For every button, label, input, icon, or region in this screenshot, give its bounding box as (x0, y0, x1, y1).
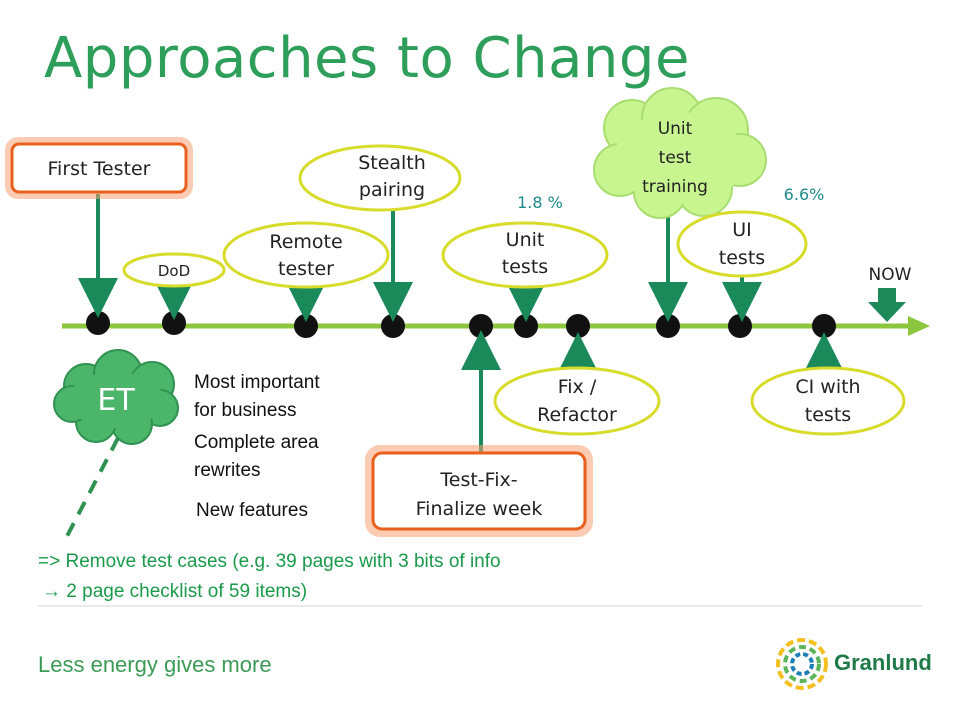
tfw-label-2: Finalize week (416, 498, 543, 520)
remote-tester-bubble: Remote tester (222, 221, 390, 289)
ci-with-tests-bubble: CI with tests (750, 366, 906, 436)
timeline-dot (812, 314, 836, 338)
timeline-dot (162, 311, 186, 335)
timeline-dot (728, 314, 752, 338)
timeline-dot (381, 314, 405, 338)
timeline-dot (469, 314, 493, 338)
training-label-2: test (659, 148, 692, 168)
unit-tests-label-2: tests (502, 256, 548, 278)
timeline-dot (86, 311, 110, 335)
ci-label-1: CI with (795, 376, 860, 398)
unit-tests-percentage: 1.8 % (517, 193, 563, 212)
fix-refactor-bubble: Fix / Refactor (493, 366, 661, 436)
ui-tests-bubble: UI tests (676, 210, 808, 278)
ci-label-2: tests (805, 404, 851, 426)
remote-tester-label-1: Remote (269, 231, 342, 253)
ui-tests-label-1: UI (732, 219, 752, 241)
timeline-dot (656, 314, 680, 338)
note-1-line-1: Most important (194, 372, 320, 393)
timeline-dot (566, 314, 590, 338)
timeline-axis (62, 316, 930, 336)
timeline-dot (514, 314, 538, 338)
fix-refactor-label-1: Fix / (558, 376, 597, 398)
note-1-line-2: for business (194, 400, 296, 421)
training-label-1: Unit (658, 119, 693, 139)
now-label: NOW (869, 265, 912, 285)
bottom-text: => Remove test cases (e.g. 39 pages with… (38, 551, 501, 602)
note-3: New features (196, 500, 308, 521)
remote-tester-label-2: tester (278, 258, 334, 280)
dod-label: DoD (158, 262, 190, 280)
bottom-line-1: => Remove test cases (e.g. 39 pages with… (38, 551, 501, 572)
stealth-pairing-label-2: pairing (359, 179, 425, 201)
note-2-line-1: Complete area (194, 432, 319, 453)
first-tester-label: First Tester (48, 158, 151, 180)
et-cloud: ET (53, 349, 179, 445)
down-arrows (78, 194, 762, 322)
test-fix-finalize-box: Test-Fix- Finalize week (365, 445, 593, 537)
granlund-logo-icon (776, 638, 828, 690)
slide-title: Approaches to Change (44, 26, 690, 91)
bottom-line-2: → 2 page checklist of 59 items) (42, 581, 307, 602)
unit-tests-label-1: Unit (506, 229, 545, 251)
timeline-dot (294, 314, 318, 338)
tfw-label-1: Test-Fix- (439, 469, 517, 491)
et-label: ET (97, 383, 135, 418)
training-label-3: training (642, 177, 708, 197)
et-dashed-line (62, 437, 120, 543)
now-marker: NOW (868, 265, 912, 322)
unit-tests-bubble: Unit tests (441, 221, 609, 289)
stealth-pairing-label-1: Stealth (358, 152, 426, 174)
unit-test-training-cloud: Unit test training (593, 87, 767, 219)
et-notes: Most important for business Complete are… (194, 372, 320, 521)
footer-tagline: Less energy gives more (38, 652, 272, 677)
note-2-line-2: rewrites (194, 460, 261, 481)
up-arrows (461, 330, 844, 452)
dod-bubble: DoD (122, 252, 226, 288)
first-tester-box: First Tester (5, 137, 193, 199)
now-arrow-icon (868, 288, 906, 322)
footer-brand: Granlund (834, 650, 932, 675)
stealth-pairing-bubble: Stealth pairing (298, 144, 462, 212)
ui-tests-label-2: tests (719, 247, 765, 269)
fix-refactor-label-2: Refactor (537, 404, 617, 426)
ui-tests-percentage: 6.6% (784, 185, 825, 204)
